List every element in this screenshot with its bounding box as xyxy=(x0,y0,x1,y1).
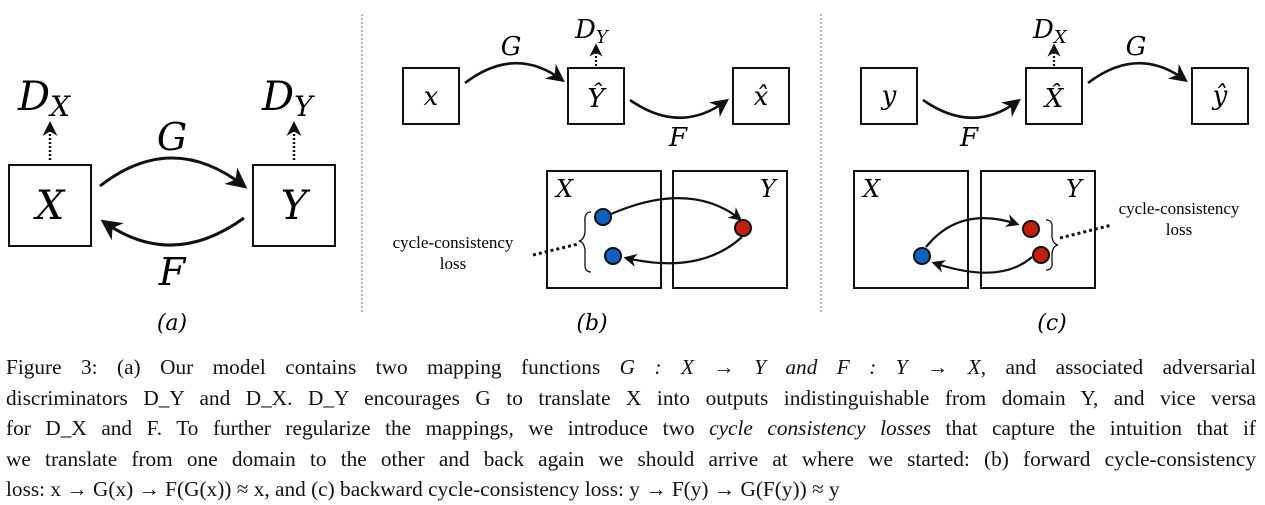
loss-label-c-line2: loss xyxy=(1166,220,1192,239)
arrow-f-c-label: F xyxy=(959,123,979,153)
panel-a-label: (a) xyxy=(157,311,187,336)
brace-b xyxy=(578,211,592,273)
blue-dot-translated-c xyxy=(913,247,931,265)
box-x-hat-c-label: X̂ xyxy=(1043,83,1065,114)
arrow-g-c xyxy=(1087,61,1188,85)
caption-emphasis: cycle consistency losses xyxy=(709,416,932,440)
loss-leader-c xyxy=(1059,223,1113,240)
arrow-f-c xyxy=(922,98,1021,119)
arrow-g-b xyxy=(464,61,565,85)
box-y-hat-c xyxy=(1191,67,1249,125)
caption-line-5: loss: x → G(x) → F(G(x)) ≈ x, and (c) ba… xyxy=(6,477,840,501)
box-y-input-label: y xyxy=(881,81,897,111)
arrow-g-label: G xyxy=(157,115,187,159)
box-y-label: Y xyxy=(281,183,311,229)
panel-b: x Ŷ x̂ DY G F X Y cycle-consistency loss… xyxy=(393,15,790,336)
caption-text: for D_X and F. To further regularize the… xyxy=(6,416,710,440)
caption-text: that capture the intuition that if xyxy=(931,416,1256,440)
box-y-hat-c-label: ŷ xyxy=(1212,81,1228,111)
box-x-label: X xyxy=(33,183,66,229)
box-y-hat xyxy=(567,67,625,125)
caption-line-4: we translate from one domain to the othe… xyxy=(6,446,1256,471)
loss-label-b-line2: loss xyxy=(440,254,466,273)
box-x-hat-c xyxy=(1025,67,1083,125)
red-dot-translated xyxy=(734,219,752,237)
box-x-hat-label: x̂ xyxy=(754,82,769,112)
cycle-arrow-back-b xyxy=(623,236,743,267)
box-y xyxy=(252,164,336,247)
arrow-f-b xyxy=(629,98,729,119)
blue-dot-source xyxy=(594,208,612,226)
cycle-arrow-back-c xyxy=(931,256,1033,274)
box-x xyxy=(8,164,92,247)
panel-c: y X̂ ŷ DX F G X Y cycle-consistency loss… xyxy=(853,15,1249,336)
disc-y-label: DY xyxy=(261,74,315,123)
caption-text: , and associated adversarial xyxy=(980,355,1256,379)
domain-y-box xyxy=(672,170,788,289)
cycle-arrow-forward-b xyxy=(610,197,743,221)
caption-line-3: for D_X and F. To further regularize the… xyxy=(6,413,1256,444)
box-x-input xyxy=(402,67,460,125)
red-dot-source-c xyxy=(1032,246,1050,264)
box-y-input xyxy=(860,67,918,125)
panel-a: X Y DX DY G F (a) xyxy=(8,74,336,336)
caption-line-2: discriminators D_Y and D_X. D_Y encourag… xyxy=(6,385,1256,410)
loss-leader-b xyxy=(532,242,579,257)
disc-y-label-b: DY xyxy=(574,15,610,48)
arrow-f-label: F xyxy=(158,250,187,294)
box-y-hat-label: Ŷ xyxy=(587,82,607,114)
disc-x-label-c: DX xyxy=(1032,15,1068,48)
caption-line-1: Figure 3: (a) Our model contains two map… xyxy=(6,352,1256,383)
domain-y-label-c: Y xyxy=(1066,175,1084,203)
caption-math: G : X → Y and F : Y → X xyxy=(619,355,981,379)
arrow-f xyxy=(100,216,245,247)
domain-y-label-b: Y xyxy=(760,175,778,203)
arrow-g xyxy=(99,156,248,189)
cycle-arrow-forward-c xyxy=(925,214,1020,248)
blue-dot-reconstructed xyxy=(604,247,622,265)
panel-b-label: (b) xyxy=(576,311,607,336)
arrow-g-c-label: G xyxy=(1126,32,1147,62)
loss-label-b-line1: cycle-consistency xyxy=(393,233,514,252)
figure-caption: Figure 3: (a) Our model contains two map… xyxy=(6,352,1256,505)
box-x-input-label: x xyxy=(424,82,439,112)
red-dot-reconstructed-c xyxy=(1022,220,1040,238)
domain-x-label-b: X xyxy=(554,175,574,203)
domain-x-box-c xyxy=(853,170,969,289)
domain-x-label-c: X xyxy=(861,175,881,203)
arrow-g-b-label: G xyxy=(501,32,522,62)
caption-text: Figure 3: (a) Our model contains two map… xyxy=(6,355,620,379)
panel-c-label: (c) xyxy=(1037,311,1067,336)
disc-x-label: DX xyxy=(17,74,71,123)
figure-diagram: X Y DX DY G F (a) x Ŷ x̂ DY G F X Y xyxy=(8,14,1249,336)
brace-c xyxy=(1045,219,1059,271)
box-x-hat xyxy=(732,67,790,125)
arrow-f-b-label: F xyxy=(668,123,688,153)
domain-x-box xyxy=(546,170,662,289)
loss-label-c-line1: cycle-consistency xyxy=(1119,199,1240,218)
